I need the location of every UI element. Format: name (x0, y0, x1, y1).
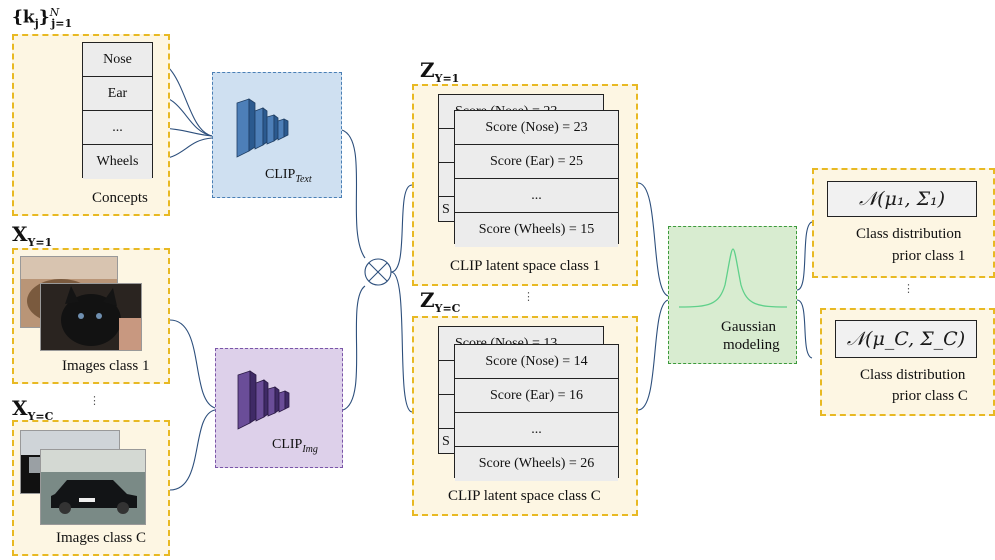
table-row: Score (Wheels) = 26 (455, 447, 618, 481)
prior1-caption-1: Class distribution (856, 226, 962, 242)
latentC-caption: CLIP latent space class C (448, 488, 601, 504)
images-class1-caption: Images class 1 (62, 358, 150, 374)
priorC-caption-1: Class distribution (860, 367, 966, 383)
concepts-list: Nose Ear ... Wheels (82, 42, 153, 179)
list-item: ... (83, 111, 152, 145)
class-dots: ⋮ (89, 394, 100, 407)
latent1-label: ZY=1 (420, 58, 460, 85)
prior1-caption-2: prior class 1 (892, 248, 966, 264)
table-row: ... (455, 413, 618, 447)
x-class1-label: XY=1 (12, 222, 53, 249)
list-item: Nose (83, 43, 152, 77)
priorC-formula: 𝒩(μ_C, Σ_C) (835, 320, 977, 358)
table-row: Score (Nose) = 14 (455, 345, 618, 379)
car-image-front (40, 449, 146, 525)
neural-network-icon (236, 98, 289, 158)
table-row: Score (Ear) = 25 (455, 145, 618, 179)
concepts-caption: Concepts (92, 190, 148, 206)
cat-image-front (40, 283, 142, 351)
clip-img-box: CLIPImg (215, 348, 343, 468)
table-row: Score (Ear) = 16 (455, 379, 618, 413)
list-item: Ear (83, 77, 152, 111)
clip-text-box: CLIPText (212, 72, 342, 198)
images-classC-caption: Images class C (56, 530, 146, 546)
prior-dots: ⋮ (903, 282, 914, 295)
gaussian-caption-2: modeling (723, 337, 780, 353)
priorC-caption-2: prior class C (892, 388, 968, 404)
prior1-formula: 𝒩(μ₁, Σ₁) (827, 181, 977, 217)
clip-img-label: CLIPImg (272, 437, 318, 455)
gaussian-curve-icon (678, 248, 788, 308)
gaussian-modeling-box: Gaussian modeling (668, 226, 797, 364)
table-row: Score (Wheels) = 15 (455, 213, 618, 247)
gaussian-caption-1: Gaussian (721, 319, 776, 335)
latent1-caption: CLIP latent space class 1 (450, 258, 601, 274)
list-item: Wheels (83, 145, 152, 179)
clip-text-label: CLIPText (265, 167, 312, 185)
latentC-table: Score (Nose) = 14 Score (Ear) = 16 ... S… (454, 344, 619, 481)
table-row: ... (455, 179, 618, 213)
x-classC-label: XY=C (12, 396, 54, 423)
table-row: Score (Nose) = 23 (455, 111, 618, 145)
concepts-set-label: {kj}Nj=1 (12, 6, 73, 31)
latent-dots: ⋮ (523, 290, 534, 303)
neural-network-icon (237, 370, 290, 430)
latentC-label: ZY=C (420, 288, 461, 315)
latent1-table: Score (Nose) = 23 Score (Ear) = 25 ... S… (454, 110, 619, 247)
